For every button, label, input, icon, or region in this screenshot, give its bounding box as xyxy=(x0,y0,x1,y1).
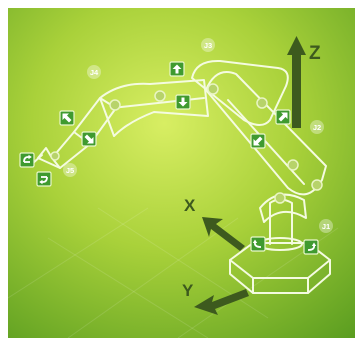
rotate-cw-icon xyxy=(307,242,317,251)
rotate-ccw-icon xyxy=(252,239,262,248)
arrow-down-right-icon xyxy=(84,134,94,144)
z-axis-label: Z xyxy=(309,43,321,64)
j1-rotate-ccw-button[interactable] xyxy=(250,236,266,252)
arrow-down-left-icon xyxy=(253,136,263,146)
j1-rotate-cw-button[interactable] xyxy=(303,239,319,255)
rotate-cw-icon xyxy=(23,154,32,163)
arrow-up-left-icon xyxy=(62,113,72,123)
j4-move-down-right-button[interactable] xyxy=(81,131,97,147)
y-axis-label: Y xyxy=(182,281,194,300)
joint-marker xyxy=(274,192,286,204)
joint-badge-j4 xyxy=(87,65,101,79)
joint-badge-j3 xyxy=(201,38,215,52)
joint-marker xyxy=(50,151,60,161)
joint-labels: J3 J4 J2 J5 J1 xyxy=(63,38,333,233)
arrow-up-right-icon xyxy=(278,112,288,122)
robot-shoulder xyxy=(191,59,289,126)
j4-move-up-left-button[interactable] xyxy=(59,110,75,126)
joint-label-j5: J5 xyxy=(66,166,74,175)
joint-label-j1: J1 xyxy=(322,222,330,231)
j2-move-down-left-button[interactable] xyxy=(250,133,266,149)
joint-marker xyxy=(207,83,219,95)
j2-move-up-right-button[interactable] xyxy=(275,109,291,125)
j3-move-up-button[interactable] xyxy=(169,61,185,77)
joint-marker xyxy=(256,97,268,109)
arrow-up-icon xyxy=(172,64,182,74)
joint-markers xyxy=(50,83,323,204)
j5-rotate-cw-button[interactable] xyxy=(19,152,35,168)
joint-marker xyxy=(311,179,323,191)
arrow-down-icon xyxy=(178,97,188,107)
joint-marker xyxy=(109,99,121,111)
y-axis-arrow xyxy=(194,289,249,315)
joint-marker xyxy=(154,90,166,102)
robot-arm-scene: Z xyxy=(8,8,355,338)
j3-move-down-button[interactable] xyxy=(175,94,191,110)
joint-badge-j2 xyxy=(310,120,324,134)
z-axis-arrow xyxy=(287,36,306,128)
joint-badge-j5 xyxy=(63,163,77,177)
j5-rotate-ccw-button[interactable] xyxy=(36,171,52,187)
x-axis-arrow xyxy=(202,217,245,251)
joint-label-j2: J2 xyxy=(313,123,321,132)
x-axis-label: X xyxy=(184,196,196,215)
rotate-ccw-icon xyxy=(39,176,48,185)
joint-label-j4: J4 xyxy=(90,68,99,77)
joint-badge-j1 xyxy=(319,219,333,233)
joint-marker xyxy=(287,159,299,171)
joint-label-j3: J3 xyxy=(204,41,212,50)
